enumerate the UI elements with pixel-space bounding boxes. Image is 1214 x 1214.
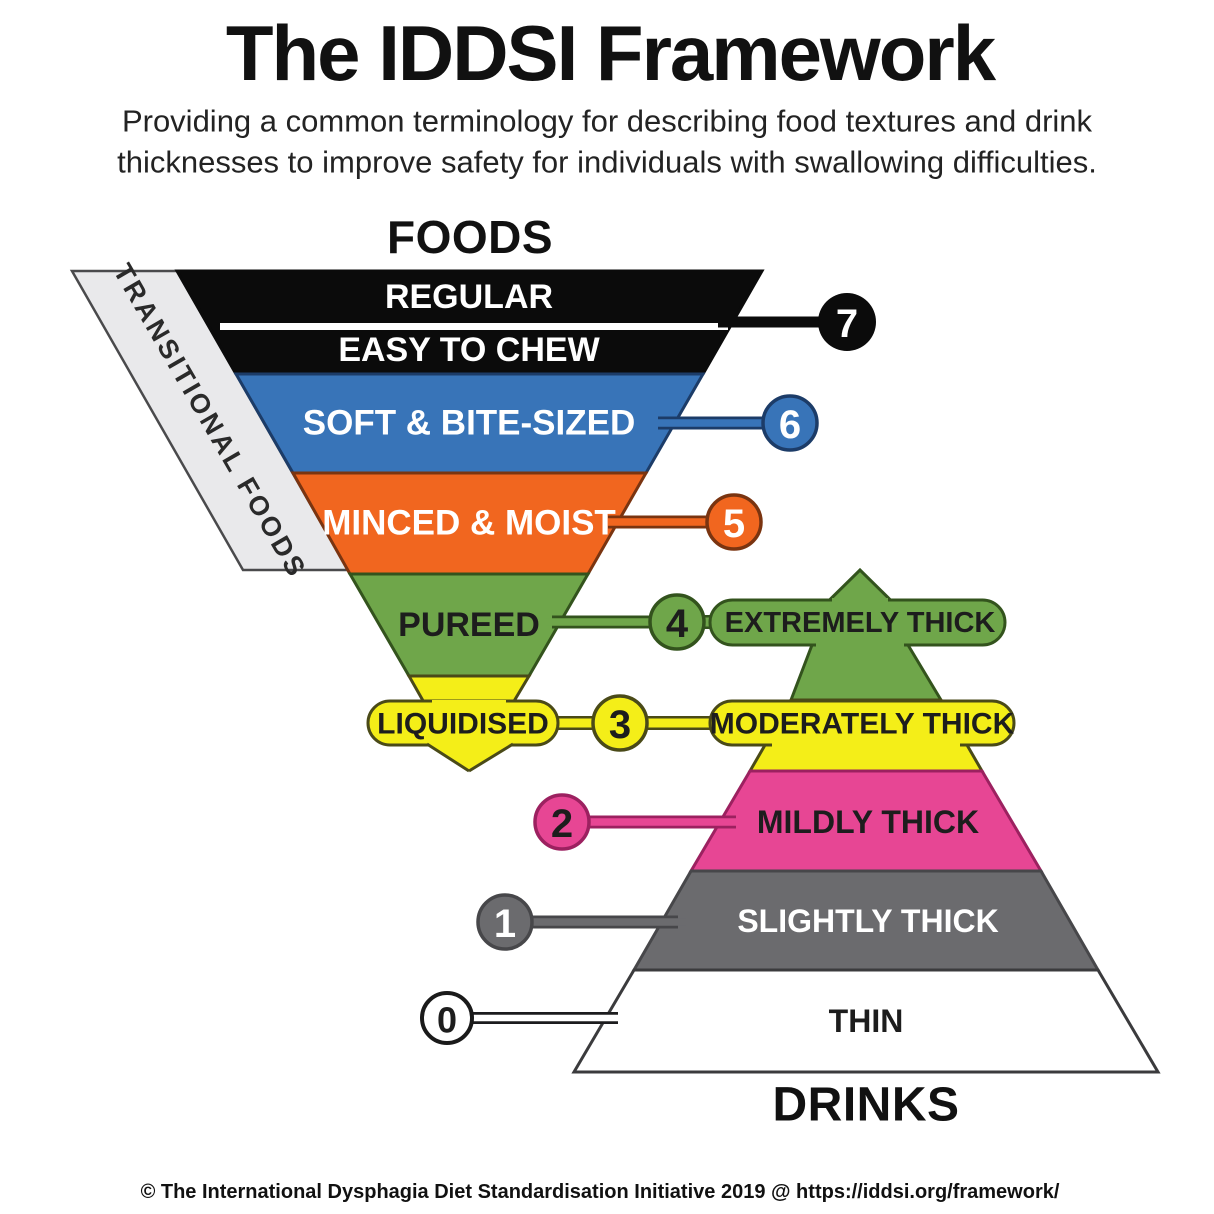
foods-label-minced-moist: MINCED & MOIST (322, 504, 616, 543)
level-5-badge (705, 493, 763, 551)
level-6-badge (761, 394, 819, 452)
extremely-thick-pill-top-merge (832, 598, 888, 604)
foods-label-easy-to-chew: EASY TO CHEW (338, 331, 600, 369)
drinks-label-slightly-thick: SLIGHTLY THICK (737, 903, 998, 939)
foods-label-liquidised: LIQUIDISED (377, 708, 549, 741)
level-5-number: 5 (723, 502, 745, 546)
liquidised-tail-fill (427, 743, 513, 771)
level-3-number: 3 (609, 703, 631, 747)
subtitle-line-2: thicknesses to improve safety for indivi… (117, 145, 1097, 180)
level-4-number: 4 (666, 602, 689, 646)
foods-heading: FOODS (387, 211, 553, 263)
page-title: The IDDSI Framework (226, 9, 997, 97)
level-1-badge (476, 893, 534, 951)
level-7-badge (818, 293, 876, 351)
foods-label-regular: REGULAR (385, 278, 553, 316)
level-7-number: 7 (836, 302, 858, 346)
level-2-number: 2 (551, 802, 573, 846)
level-6-number: 6 (779, 403, 801, 447)
moderately-thick-pill-bottom-merge (772, 742, 960, 748)
level-0-number: 0 (437, 1000, 457, 1041)
subtitle-line-1: Providing a common terminology for descr… (122, 104, 1093, 139)
liquidised-tail-outline (426, 742, 514, 773)
level-2-badge (533, 793, 591, 851)
level-1-number: 1 (494, 902, 516, 946)
level-4-badge (648, 593, 706, 651)
drinks-peak-outline (826, 567, 894, 603)
regular-easy-divider-line (220, 323, 728, 330)
drinks-label-extremely-thick: EXTREMELY THICK (725, 607, 996, 639)
extremely-thick-pill-bottom-merge (816, 641, 904, 648)
drinks-band-extremely-thick (791, 645, 941, 700)
footer-attribution: © The International Dysphagia Diet Stand… (141, 1181, 1060, 1203)
level-3-badge (591, 694, 649, 752)
drinks-peak-fill (828, 570, 892, 602)
liquidised-pill-top-merge (432, 700, 506, 711)
drinks-band-thin (571, 968, 1161, 1074)
drinks-label-thin: THIN (829, 1003, 904, 1039)
level-0-badge (420, 991, 474, 1045)
drinks-heading: DRINKS (772, 1079, 959, 1132)
foods-label-pureed: PUREED (398, 606, 540, 644)
foods-label-soft-bite-sized: SOFT & BITE-SIZED (303, 404, 636, 443)
drinks-label-moderately-thick: MODERATELY THICK (710, 708, 1015, 741)
drinks-label-mildly-thick: MILDLY THICK (757, 804, 979, 840)
